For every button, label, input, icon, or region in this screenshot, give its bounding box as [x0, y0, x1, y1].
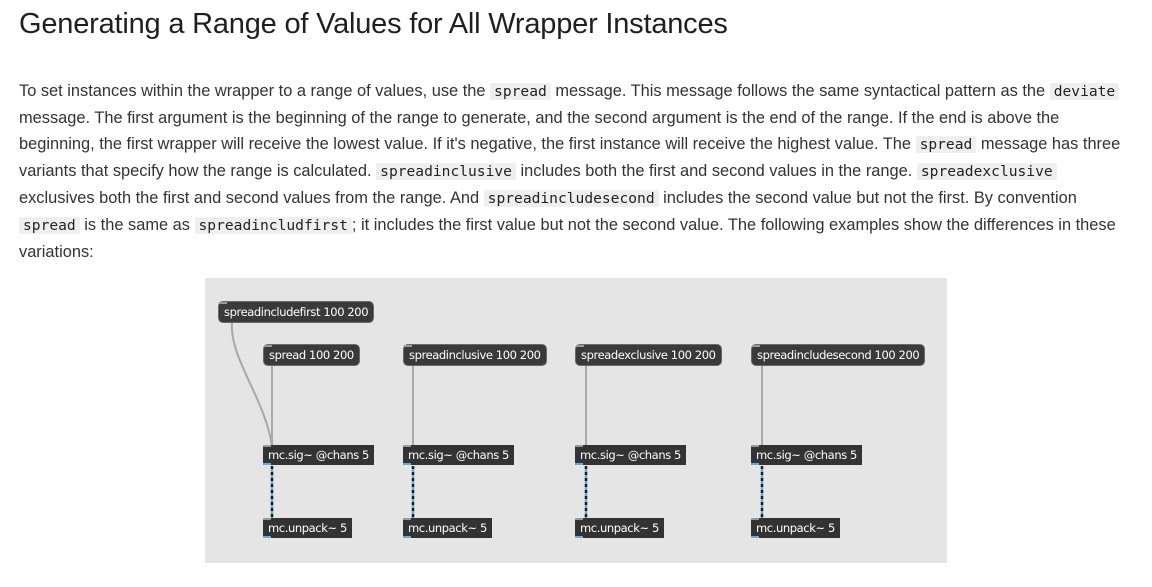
message-box-spread[interactable]: spread 100 200 [263, 344, 360, 366]
text-run: message. This message follows the same s… [550, 82, 1050, 100]
message-box-spreadincludesecond[interactable]: spreadincludesecond 100 200 [751, 344, 926, 366]
text-run: includes the second value but not the fi… [658, 189, 1077, 207]
inline-code: spreadincludesecond [483, 190, 659, 207]
text-run: message. The first argument is the begin… [19, 109, 1060, 153]
object-box-mc-sig-1[interactable]: mc.sig~ @chans 5 [263, 445, 374, 465]
message-box-spreadincludefirst[interactable]: spreadincludefirst 100 200 [218, 301, 375, 323]
page-title: Generating a Range of Values for All Wra… [19, 8, 728, 40]
object-box-mc-sig-3[interactable]: mc.sig~ @chans 5 [575, 445, 686, 465]
inline-code: spreadexclusive [916, 163, 1057, 180]
text-run: To set instances within the wrapper to a… [19, 82, 491, 100]
object-box-mc-unpack-2[interactable]: mc.unpack~ 5 [403, 518, 492, 538]
body-paragraph: To set instances within the wrapper to a… [19, 78, 1134, 265]
text-run: includes both the first and second value… [515, 162, 917, 180]
inline-code: spread [490, 83, 551, 100]
text-run: exclusives both the first and second val… [19, 189, 484, 207]
inline-code: deviate [1049, 83, 1120, 100]
message-box-spreadexclusive[interactable]: spreadexclusive 100 200 [575, 344, 722, 366]
text-run: message has three variants that specify … [19, 135, 1121, 180]
inline-code: spread [915, 136, 977, 153]
object-box-mc-unpack-3[interactable]: mc.unpack~ 5 [575, 518, 664, 538]
inline-code: spreadincludfirst [194, 217, 352, 234]
inline-code: spread [19, 217, 80, 234]
object-box-mc-unpack-4[interactable]: mc.unpack~ 5 [751, 518, 840, 538]
message-box-spreadinclusive[interactable]: spreadinclusive 100 200 [403, 344, 547, 366]
cord-top-to-sig-1 [230, 321, 273, 447]
max-patch-example: spreadincludefirst 100 200 spread 100 20… [205, 278, 947, 563]
patch-cords [230, 321, 764, 520]
object-box-mc-sig-2[interactable]: mc.sig~ @chans 5 [403, 445, 514, 465]
object-box-mc-sig-4[interactable]: mc.sig~ @chans 5 [751, 445, 862, 465]
text-run: is the same as [79, 216, 195, 234]
text-run: ; it includes the first value but not th… [19, 216, 1116, 261]
inline-code: spreadinclusive [376, 163, 516, 180]
object-box-mc-unpack-1[interactable]: mc.unpack~ 5 [263, 518, 352, 538]
